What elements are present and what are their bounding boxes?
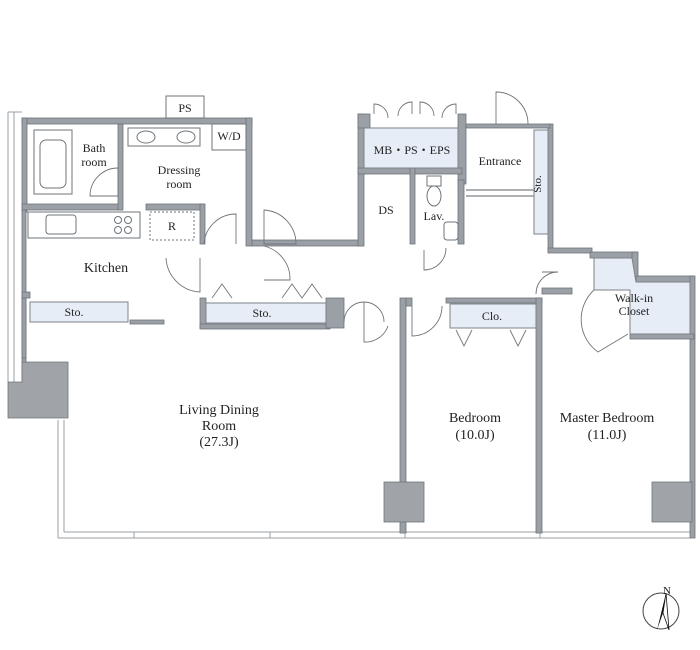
walk-in-closet-label-1: Walk-in: [615, 291, 653, 305]
kitchen-label: Kitchen: [84, 261, 128, 276]
kitchen-sink: [45, 214, 77, 235]
dressing-label-1: Dressing: [158, 163, 201, 177]
exterior-windows: [7, 111, 690, 539]
master-bedroom-label-1: Master Bedroom: [560, 411, 655, 426]
lav-label: Lav.: [424, 209, 445, 223]
walk-in-closet-area: [593, 257, 691, 335]
entrance-label: Entrance: [479, 154, 522, 168]
closet: [449, 303, 537, 329]
ps-label: PS: [178, 101, 191, 115]
mb-ps-eps-label: MB・PS・EPS: [374, 143, 451, 157]
bath-fixtures: [33, 127, 534, 241]
toilet: [426, 185, 442, 207]
dressing-label-2: room: [166, 177, 192, 191]
kitchen-storage-label: Sto.: [64, 305, 83, 319]
walk-in-closet-label-2: Closet: [619, 304, 650, 318]
bath-label-1: Bath: [83, 141, 106, 155]
master-bedroom-label-2: (11.0J): [588, 428, 627, 443]
ds-label: DS: [378, 203, 393, 217]
living-label-1: Living Dining: [179, 403, 259, 418]
walls: [21, 95, 696, 539]
kitchen-storage: [29, 301, 129, 323]
mb-ps-eps: [363, 127, 459, 169]
toilet-tank: [426, 175, 442, 187]
north-arrow-icon: N: [642, 585, 680, 631]
bedroom-label-2: (10.0J): [455, 428, 495, 443]
lav-sink: [443, 221, 459, 241]
storage-areas: [29, 127, 691, 335]
closet-label: Clo.: [482, 309, 502, 323]
refrigerator-label: R: [168, 219, 176, 233]
north-label: N: [663, 585, 671, 597]
doors: [89, 91, 629, 353]
stove-burner: [114, 216, 122, 224]
wd-label: W/D: [217, 129, 241, 143]
living-label-3: (27.3J): [199, 435, 239, 450]
entrance-storage: [533, 129, 549, 235]
entrance-storage-label: Sto.: [532, 175, 544, 193]
bath-label-2: room: [81, 155, 107, 169]
room-labels: PS Bath room W/D Dressing room MB・PS・EPS…: [64, 101, 654, 450]
kitchen-counter: [27, 211, 195, 241]
hall-storage-label: Sto.: [252, 306, 271, 320]
refrigerator-space: [149, 211, 195, 241]
bedroom-label-1: Bedroom: [449, 411, 501, 426]
hall-storage: [205, 302, 327, 324]
pillars: [7, 361, 693, 523]
living-label-2: Room: [202, 419, 236, 434]
